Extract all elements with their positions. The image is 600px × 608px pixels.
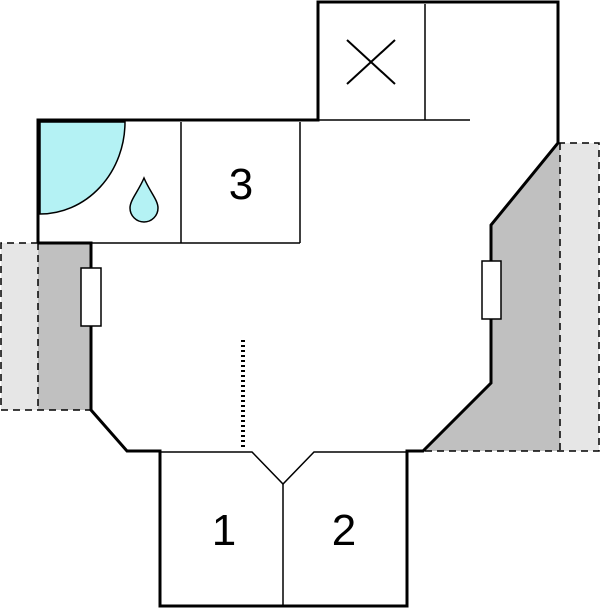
terrace-left xyxy=(38,243,91,410)
room-label-2: 2 xyxy=(332,506,356,555)
outer-walls xyxy=(36,0,560,608)
room-label-1: 1 xyxy=(212,506,236,555)
terrace-left-outline xyxy=(0,242,91,411)
cross-symbol xyxy=(346,39,396,85)
shower-quarter-circle xyxy=(39,121,126,215)
window-left xyxy=(80,267,102,327)
interior-walls xyxy=(92,4,470,606)
terrace-right-outer xyxy=(560,143,599,451)
room-label-3: 3 xyxy=(229,160,253,209)
window-right xyxy=(481,260,502,320)
main-floor xyxy=(38,2,558,606)
terrace-left-outer xyxy=(1,243,38,410)
water-drop-icon xyxy=(129,176,159,223)
terrace-right-outline xyxy=(423,142,600,452)
